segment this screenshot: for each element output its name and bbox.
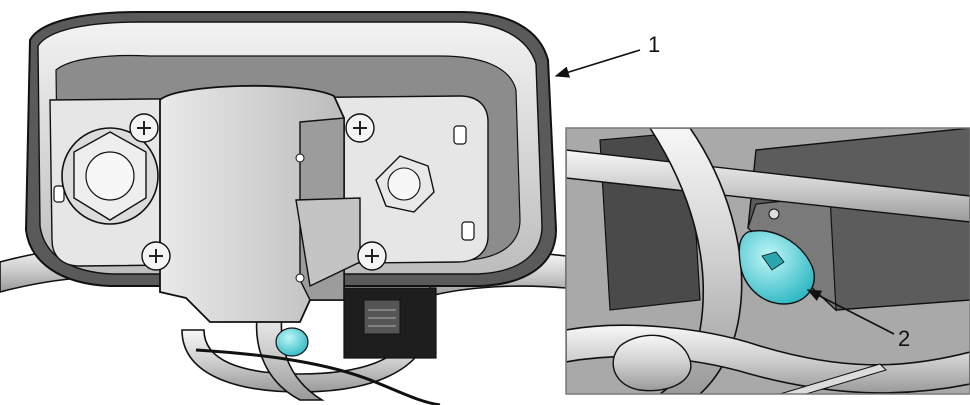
cable xyxy=(195,348,441,405)
bracket-hole xyxy=(295,273,305,283)
bolt-icon xyxy=(61,127,159,225)
plate-tab xyxy=(461,221,475,241)
inset-detail-view xyxy=(565,127,970,395)
screw-icon xyxy=(357,241,387,271)
callout-label-1: 1 xyxy=(648,32,660,57)
lower-tube-cross xyxy=(255,299,325,401)
leader-arrow-icon xyxy=(554,49,641,78)
inset-border xyxy=(565,127,970,395)
screw-icon xyxy=(129,113,159,143)
highlighted-component xyxy=(738,230,815,305)
callout-label-2: 2 xyxy=(898,326,910,351)
bracket-hole xyxy=(295,153,305,163)
screw-icon xyxy=(345,113,375,143)
screw-icon xyxy=(141,241,171,271)
bolt-icon xyxy=(375,155,435,213)
main-view xyxy=(0,11,567,405)
plate-tab xyxy=(453,125,467,145)
center-bracket xyxy=(159,84,345,323)
inset-tube-top xyxy=(566,149,970,223)
plate-tab xyxy=(53,185,65,203)
callout-2: 2 xyxy=(806,289,910,351)
leader-arrow-icon xyxy=(806,289,895,335)
callout-1: 1 xyxy=(554,32,660,78)
inset-rod xyxy=(779,363,887,394)
connector-latch xyxy=(363,299,401,335)
highlighted-component xyxy=(275,327,309,357)
